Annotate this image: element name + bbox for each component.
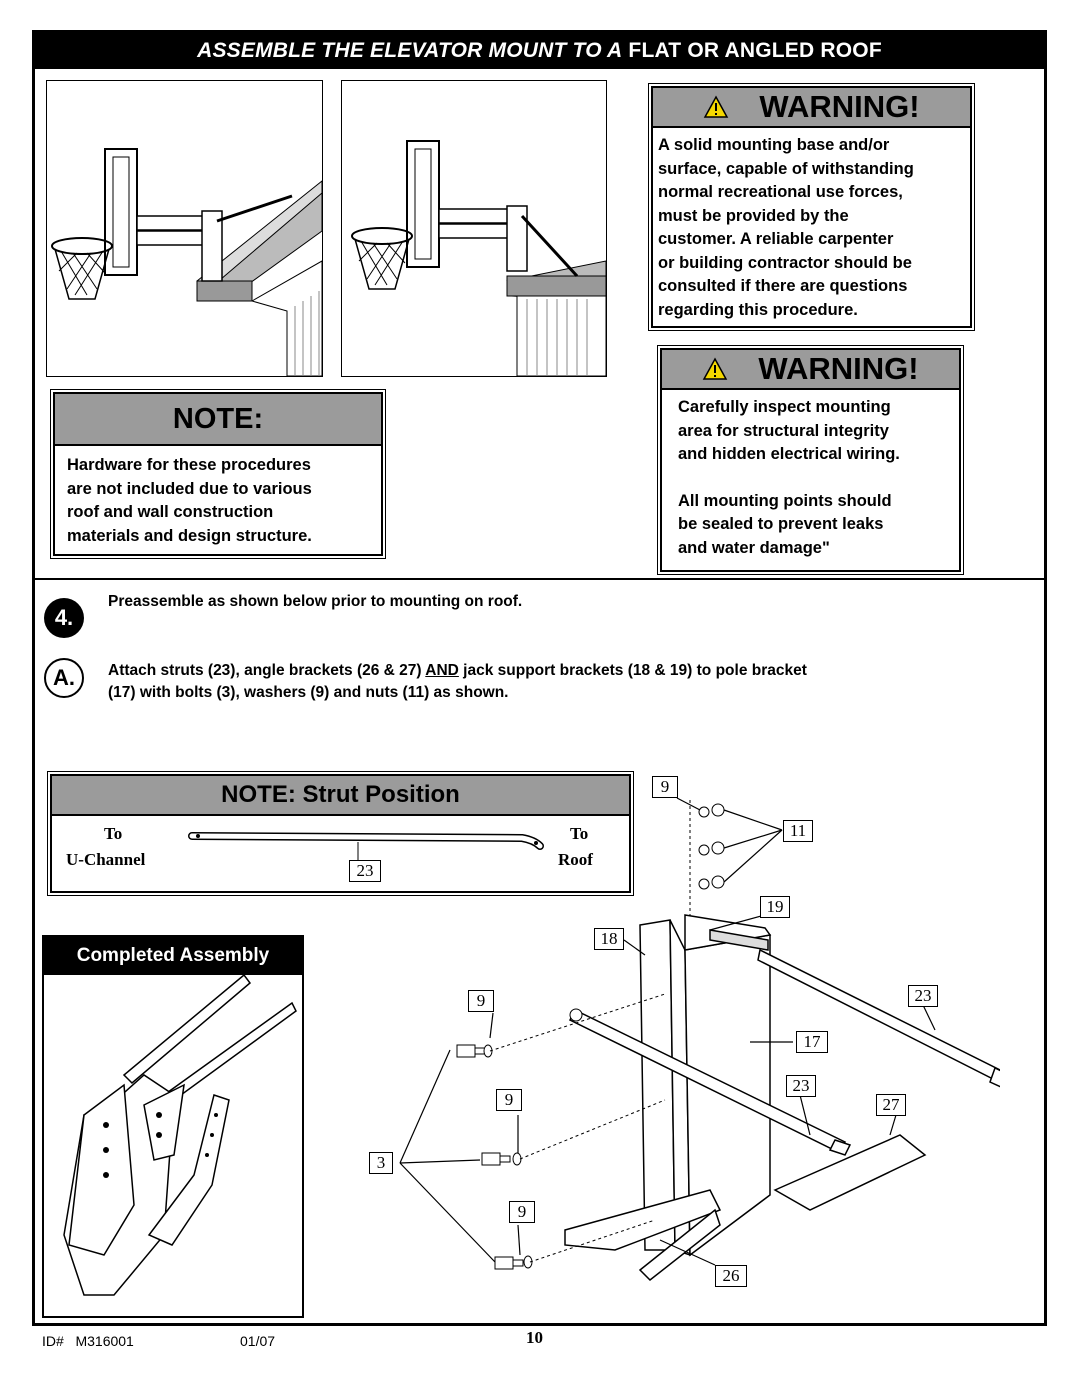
callout-19: 19 — [760, 896, 790, 918]
warning-text-line: be sealed to prevent leaks — [678, 515, 884, 533]
strut-part-label: 23 — [349, 860, 381, 882]
flat-roof-illustration — [341, 80, 607, 377]
note-text-line: roof and wall construction — [67, 503, 274, 521]
page-title: ASSEMBLE THE ELEVATOR MOUNT TO A FLAT OR… — [35, 33, 1044, 69]
warning-text-line: area for structural integrity — [678, 421, 889, 440]
footer-id-value: M316001 — [75, 1333, 134, 1349]
strut-right-roof: Roof — [558, 850, 593, 869]
callout-9: 9 — [509, 1201, 535, 1223]
strut-note-heading: NOTE: Strut Position — [221, 781, 460, 808]
step-a-text-part: jack support brackets (18 & 19) to pole … — [458, 662, 807, 679]
warning-triangle-icon — [703, 357, 728, 380]
footer-date: 01/07 — [240, 1333, 276, 1349]
warning-text-line: All mounting points should — [678, 491, 892, 510]
warning-box-inspect-area: WARNING! Carefully inspect mounting area… — [657, 345, 964, 575]
step-a-text-line2: (17) with bolts (3), washers (9) and nut… — [108, 684, 509, 701]
angled-roof-illustration — [46, 80, 323, 377]
step-4-text: Preassemble as shown below prior to moun… — [108, 593, 523, 610]
section-divider — [35, 578, 1044, 580]
warning-text-line: consulted if there are questions — [658, 277, 908, 295]
exploded-assembly-drawing — [399, 797, 1000, 1282]
step-letter-a: A. — [44, 658, 84, 698]
warning-triangle-icon — [704, 95, 729, 118]
strut-position-note: NOTE: Strut Position To U-Channel To Roo… — [47, 771, 634, 896]
warning-text-line: must be provided by the — [658, 206, 849, 225]
warning-text-line: normal recreational use forces, — [658, 183, 903, 201]
warning-text-line: and water damage" — [678, 538, 830, 557]
note-box-hardware: NOTE: Hardware for these procedures are … — [50, 389, 386, 559]
warning-text-line: A solid mounting base and/or — [658, 136, 890, 154]
callout-9: 9 — [652, 776, 678, 798]
warning-text-line: customer. A reliable carpenter — [658, 230, 894, 248]
callout-9: 9 — [468, 990, 494, 1012]
step-number-text: 4. — [54, 605, 74, 630]
warning-text-line: surface, capable of withstanding — [658, 159, 914, 178]
note-text-line: are not included due to various — [67, 479, 312, 498]
note-text-line: materials and design structure. — [67, 526, 312, 545]
step-letter-text: A. — [53, 665, 75, 690]
callout-27: 27 — [876, 1094, 906, 1116]
strut-left-to: To — [104, 824, 123, 843]
callout-11: 11 — [783, 820, 813, 842]
footer-id-label: ID# — [42, 1333, 64, 1349]
warning-box-mounting-base: WARNING! A solid mounting base and/or su… — [648, 83, 975, 331]
warning-text-line: or building contractor should be — [658, 253, 912, 272]
step-a-text-part: Attach struts (23), angle brackets (26 &… — [108, 662, 426, 679]
completed-assembly-heading: Completed Assembly — [44, 937, 302, 975]
strut-drawing — [188, 832, 544, 860]
warning-text-line: regarding this procedure. — [658, 300, 858, 319]
step-number-4: 4. — [44, 598, 84, 638]
completed-assembly-panel: Completed Assembly — [42, 935, 304, 1318]
callout-18: 18 — [594, 928, 624, 950]
strut-left-uchannel: U-Channel — [66, 850, 146, 869]
warning-heading: WARNING! — [758, 351, 919, 386]
title-italic-part: ASSEMBLE THE ELEVATOR MOUNT TO A — [197, 39, 623, 62]
footer-id: ID# M316001 — [42, 1333, 134, 1349]
page-number: 10 — [526, 1328, 543, 1347]
step-a-text: Attach struts (23), angle brackets (26 &… — [108, 660, 1008, 704]
strut-right-to: To — [570, 824, 589, 843]
callout-23: 23 — [908, 985, 938, 1007]
warning-heading: WARNING! — [759, 89, 920, 124]
warning-text-line: Carefully inspect mounting — [678, 398, 891, 416]
step-a-and: AND — [425, 662, 459, 679]
callout-17: 17 — [796, 1031, 828, 1053]
page-frame — [32, 30, 1047, 1326]
title-rest-part: FLAT OR ANGLED ROOF — [628, 39, 882, 62]
callout-23: 23 — [786, 1075, 816, 1097]
note-heading: NOTE: — [172, 402, 264, 435]
callout-26: 26 — [715, 1265, 747, 1287]
completed-assembly-drawing — [63, 973, 297, 1296]
callout-3: 3 — [369, 1152, 393, 1174]
warning-text-line: and hidden electrical wiring. — [678, 445, 900, 463]
note-text-line: Hardware for these procedures — [67, 456, 311, 474]
callout-9: 9 — [496, 1089, 522, 1111]
